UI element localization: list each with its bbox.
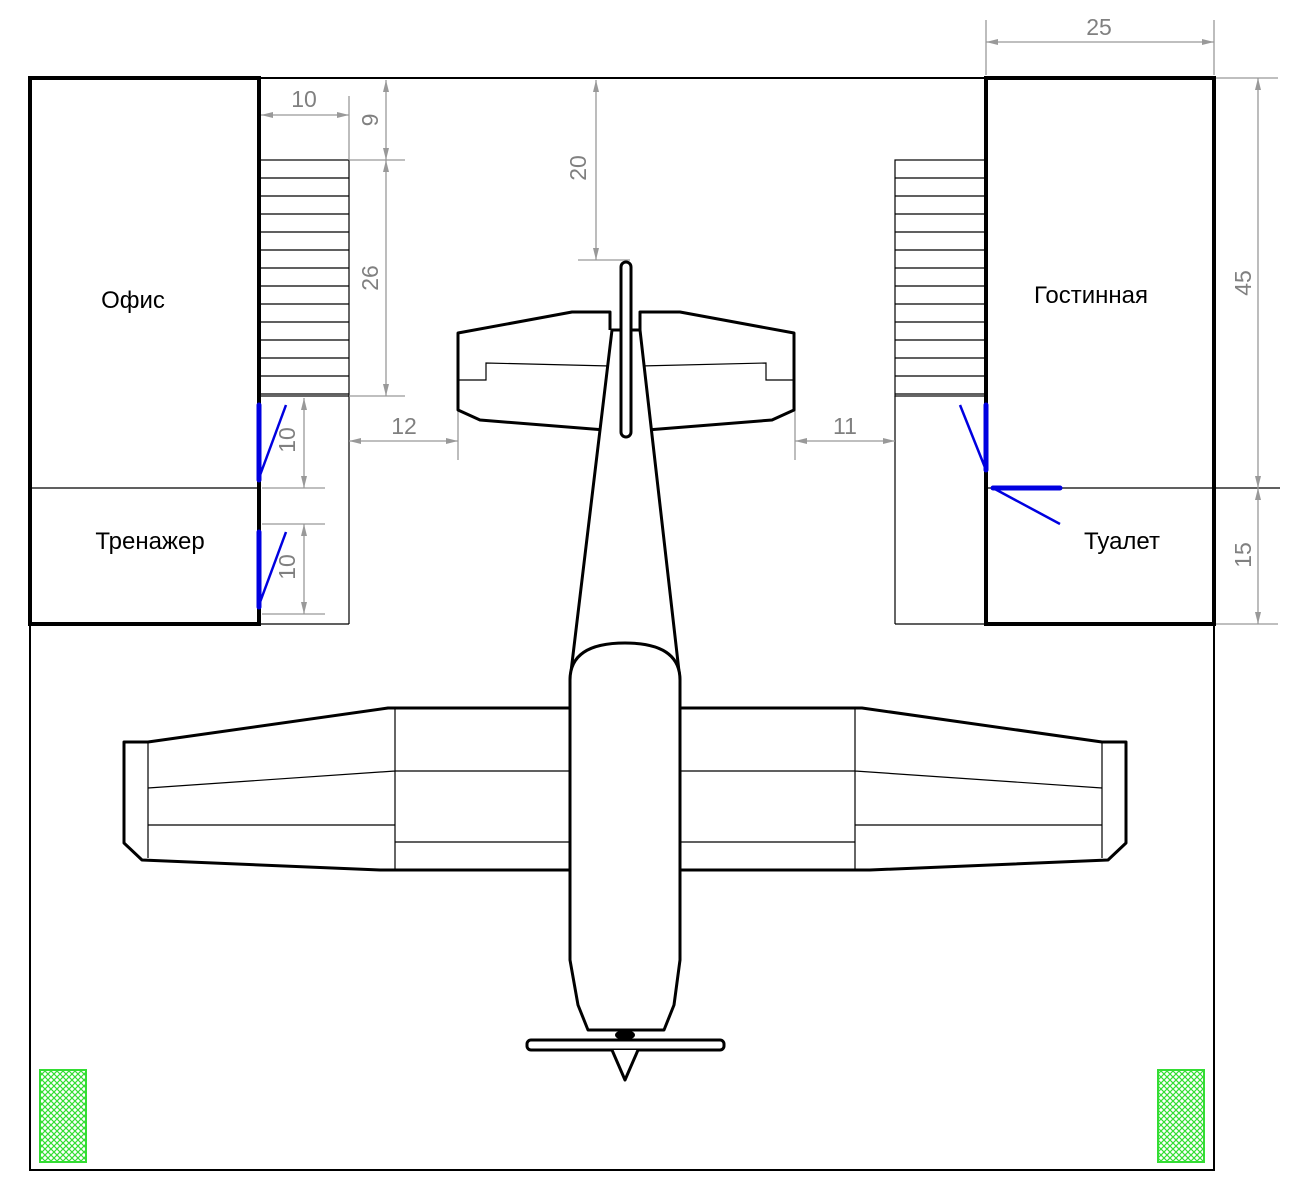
svg-text:12: 12 [391, 413, 417, 439]
wing-right [678, 706, 1128, 872]
dimension-stair-width: 10 [261, 86, 350, 160]
dimension-right-clearance: 11 [794, 400, 895, 460]
marker-right [1157, 1069, 1205, 1163]
dimension-right-lower-height: 15 [1216, 488, 1278, 625]
svg-text:10: 10 [274, 427, 300, 453]
room-label-office: Офис [101, 287, 165, 314]
svg-text:11: 11 [833, 413, 857, 439]
fuselage-nose [568, 870, 682, 1032]
dimension-door-left-upper: 10 [262, 398, 325, 489]
svg-text:25: 25 [1086, 14, 1112, 40]
svg-text:45: 45 [1230, 270, 1256, 296]
airplane [122, 260, 1128, 1082]
stabilizer-left [456, 310, 612, 432]
propeller [525, 1038, 726, 1052]
svg-text:15: 15 [1230, 542, 1256, 568]
spinner [610, 1049, 640, 1082]
wing-left [122, 706, 572, 872]
door-toilet [990, 485, 1063, 526]
dimension-right-upper-height: 45 [1216, 77, 1278, 488]
svg-text:10: 10 [274, 554, 300, 580]
svg-text:26: 26 [357, 265, 383, 291]
svg-text:20: 20 [565, 155, 591, 181]
right-staircase [894, 159, 987, 625]
room-label-toilet: Туалет [1084, 528, 1160, 555]
room-label-living: Гостинная [1034, 282, 1148, 309]
dimension-tail-clearance: 20 [565, 80, 630, 261]
door-office [256, 402, 288, 483]
spinner-hub [615, 1030, 635, 1040]
dimension-stair-offset: 9 [349, 80, 405, 161]
door-trainer [256, 529, 288, 610]
stabilizer-right [638, 310, 796, 432]
dimension-door-left-lower: 10 [262, 523, 325, 615]
door-living [958, 402, 989, 473]
dimension-left-clearance: 12 [349, 400, 459, 460]
vertical-fin [619, 260, 633, 439]
marker-left [39, 1069, 87, 1163]
left-staircase [258, 159, 350, 625]
dimension-stair-length: 26 [349, 160, 405, 397]
room-label-trainer: Тренажер [95, 528, 204, 555]
svg-text:10: 10 [291, 86, 317, 112]
dimension-top-right-width: 25 [985, 14, 1215, 75]
svg-text:9: 9 [357, 114, 383, 127]
